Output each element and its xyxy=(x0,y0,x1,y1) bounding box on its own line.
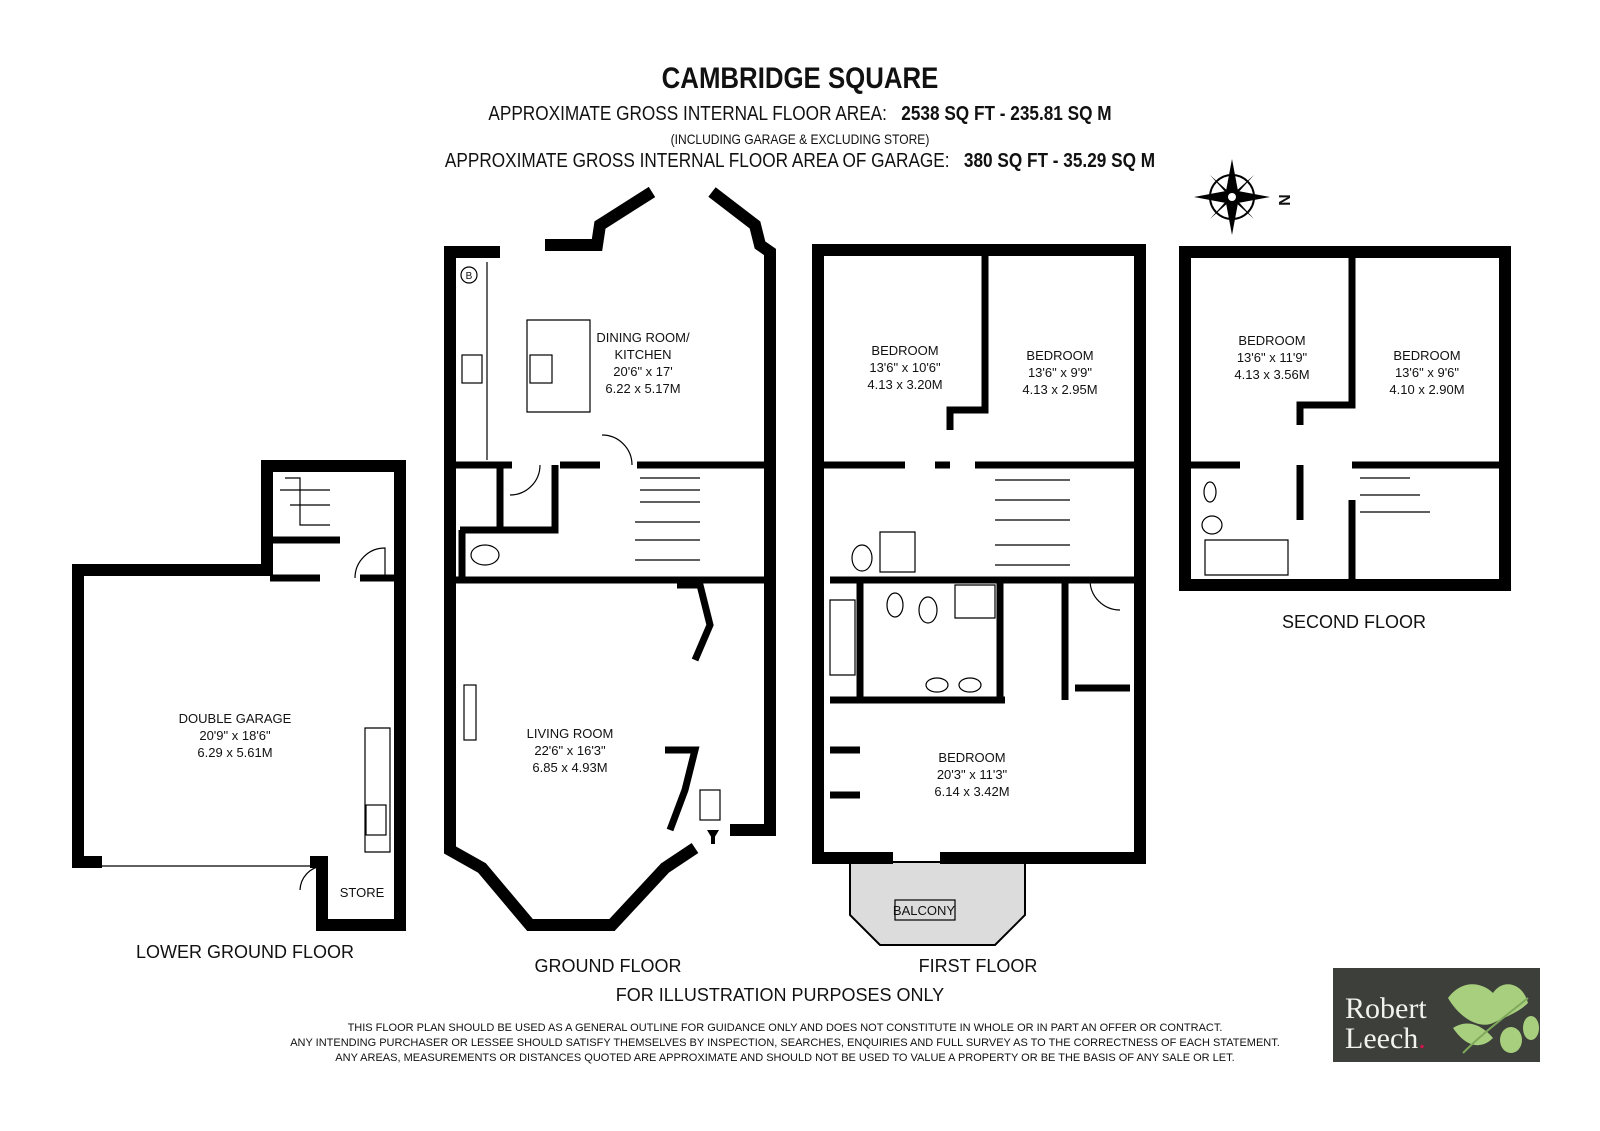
disclaimer-line-1: THIS FLOOR PLAN SHOULD BE USED AS A GENE… xyxy=(348,1022,1223,1034)
logo-dot: . xyxy=(1418,1022,1426,1055)
illustration-note: FOR ILLUSTRATION PURPOSES ONLY xyxy=(616,985,944,1005)
logo-text: Robert Leech. xyxy=(1345,994,1427,1054)
ff-bedroom-3-imperial: 20'3" x 11'3" xyxy=(937,767,1008,782)
gross-area-note: (INCLUDING GARAGE & EXCLUDING STORE) xyxy=(670,131,930,147)
ff-bedroom-1-metric: 4.13 x 3.20M xyxy=(867,377,942,392)
garage-name: DOUBLE GARAGE xyxy=(179,711,292,726)
sf-bedroom-2-imperial: 13'6" x 9'6" xyxy=(1395,365,1459,380)
plan-title: CAMBRIDGE SQUARE xyxy=(661,62,939,95)
compass-icon xyxy=(1194,159,1270,235)
garage-area-line: APPROXIMATE GROSS INTERNAL FLOOR AREA OF… xyxy=(112,150,1488,173)
ff-bedroom-1-imperial: 13'6" x 10'6" xyxy=(869,360,941,375)
oak-leaf-icon xyxy=(1448,984,1539,1054)
gross-area-value: 2538 SQ FT - 235.81 SQ M xyxy=(901,103,1112,125)
first-floor-label: FIRST FLOOR xyxy=(919,956,1038,976)
sf-bedroom-2-metric: 4.10 x 2.90M xyxy=(1389,382,1464,397)
robert-leech-logo: Robert Leech. xyxy=(1333,968,1540,1062)
ff-bedroom-3-name: BEDROOM xyxy=(938,750,1005,765)
disclaimer-line-2: ANY INTENDING PURCHASER OR LESSEE SHOULD… xyxy=(290,1037,1280,1049)
ff-bedroom-2-imperial: 13'6" x 9'9" xyxy=(1028,365,1092,380)
living-name: LIVING ROOM xyxy=(527,726,614,741)
ff-bedroom-1-name: BEDROOM xyxy=(871,343,938,358)
ground-floor-label: GROUND FLOOR xyxy=(534,956,681,976)
boiler-label: B xyxy=(466,271,473,282)
store-name: STORE xyxy=(340,885,385,900)
balcony-label: BALCONY xyxy=(893,903,955,918)
disclaimer-line-3: ANY AREAS, MEASUREMENTS OR DISTANCES QUO… xyxy=(335,1052,1234,1064)
kitchen-name-2: KITCHEN xyxy=(614,347,671,362)
kitchen-imperial: 20'6" x 17' xyxy=(613,364,672,379)
ground-floor-plan: B DINING ROOM/ KITCHEN 20'6" x 17' 6.22 … xyxy=(444,186,776,976)
living-metric: 6.85 x 4.93M xyxy=(532,760,607,775)
sf-bedroom-1-imperial: 13'6" x 11'9" xyxy=(1237,350,1308,365)
sf-bedroom-1-name: BEDROOM xyxy=(1238,333,1305,348)
garage-metric: 6.29 x 5.61M xyxy=(197,745,272,760)
kitchen-metric: 6.22 x 5.17M xyxy=(605,381,680,396)
garage-imperial: 20'9" x 18'6" xyxy=(199,728,271,743)
ff-bedroom-3-metric: 6.14 x 3.42M xyxy=(934,784,1009,799)
lower-ground-floor-plan: DOUBLE GARAGE 20'9" x 18'6" 6.29 x 5.61M… xyxy=(72,460,406,962)
sf-bedroom-1-metric: 4.13 x 3.56M xyxy=(1234,367,1309,382)
sf-bedroom-2-name: BEDROOM xyxy=(1393,348,1460,363)
ff-bedroom-2-metric: 4.13 x 2.95M xyxy=(1022,382,1097,397)
second-floor-plan: BEDROOM 13'6" x 11'9" 4.13 x 3.56M BEDRO… xyxy=(1179,246,1511,632)
living-imperial: 22'6" x 16'3" xyxy=(534,743,606,758)
gross-area-line: APPROXIMATE GROSS INTERNAL FLOOR AREA: 2… xyxy=(112,103,1488,126)
compass-north-label: N xyxy=(1275,194,1292,206)
lower-ground-floor-label: LOWER GROUND FLOOR xyxy=(136,942,354,962)
first-floor-plan: BEDROOM 13'6" x 10'6" 4.13 x 3.20M BEDRO… xyxy=(812,244,1146,976)
garage-area-value: 380 SQ FT - 35.29 SQ M xyxy=(963,150,1156,172)
ff-bedroom-2-name: BEDROOM xyxy=(1026,348,1093,363)
logo-line-2: Leech xyxy=(1345,1022,1419,1055)
garage-area-label: APPROXIMATE GROSS INTERNAL FLOOR AREA OF… xyxy=(444,150,950,172)
second-floor-label: SECOND FLOOR xyxy=(1282,612,1426,632)
logo-line-1: Robert xyxy=(1345,992,1427,1025)
gross-area-label: APPROXIMATE GROSS INTERNAL FLOOR AREA: xyxy=(488,103,887,125)
kitchen-name: DINING ROOM/ xyxy=(596,330,690,345)
